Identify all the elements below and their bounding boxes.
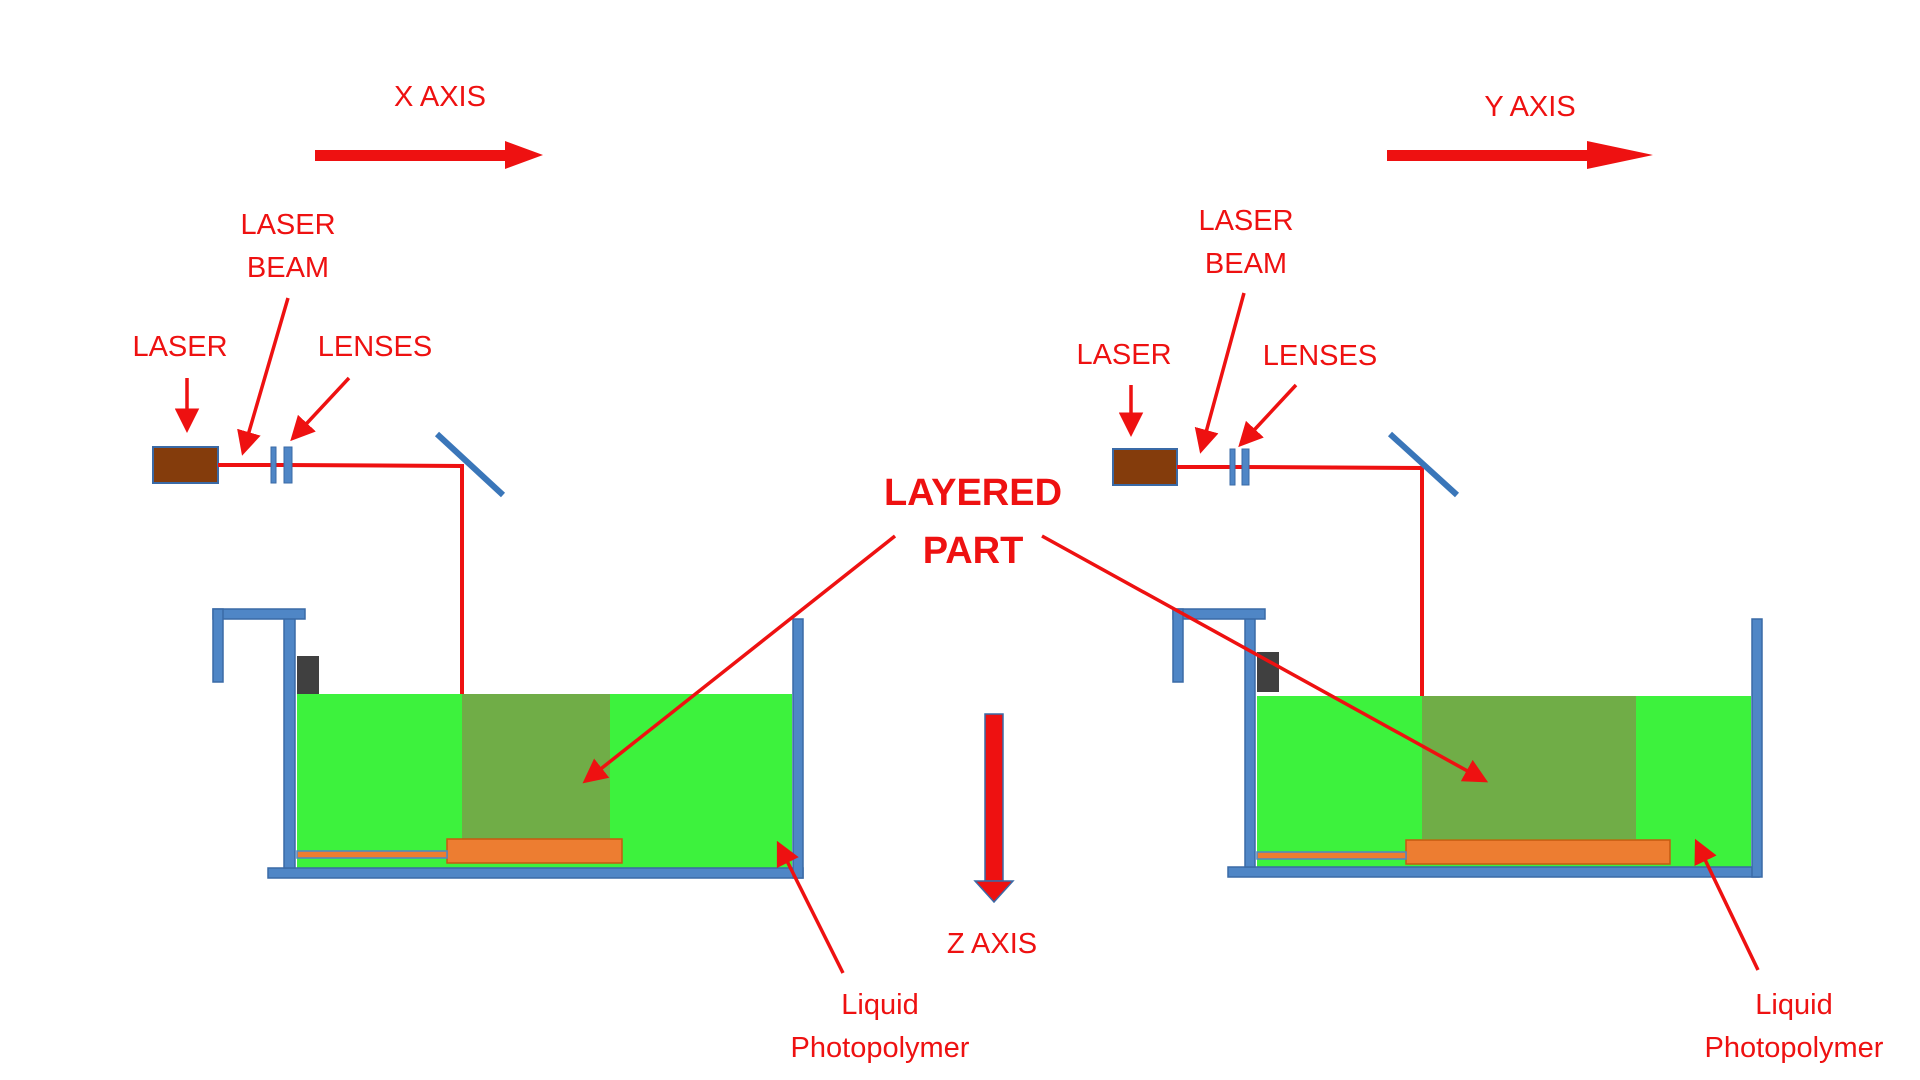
lenses-label: LENSES <box>1263 340 1377 372</box>
vat-frame <box>1172 608 1763 878</box>
lenses-label: LENSES <box>318 331 432 363</box>
build-platform <box>1405 839 1671 865</box>
liquid-label-line2: Photopolymer <box>791 1032 970 1064</box>
x-axis-arrow <box>315 141 543 169</box>
layered-part <box>462 694 610 839</box>
layered-part-pointer-left <box>582 534 897 784</box>
lenses-pointer <box>1238 383 1298 448</box>
liquid-pointer <box>1694 838 1760 971</box>
laser-source <box>1112 448 1178 486</box>
laser-beam-label-line2: BEAM <box>1205 248 1287 280</box>
y-axis-arrow <box>1387 141 1653 169</box>
y-axis-label: Y AXIS <box>1484 91 1575 123</box>
laser-beam-label-line2: BEAM <box>247 252 329 284</box>
liquid-label-line1: Liquid <box>841 989 918 1021</box>
laser-beam-label-line1: LASER <box>240 209 335 241</box>
lenses <box>270 446 293 484</box>
laser-beam-path <box>1239 465 1424 696</box>
build-platform <box>446 838 623 864</box>
laser-label: LASER <box>1076 339 1171 371</box>
z-axis-arrow <box>973 713 1015 904</box>
recoater-blade <box>297 656 319 694</box>
layered-part-pointer-right <box>1041 534 1489 783</box>
x-axis-label: X AXIS <box>394 81 486 113</box>
liquid-label-line2: Photopolymer <box>1705 1032 1884 1064</box>
center-annotations: LAYERED PART Z AXIS <box>582 472 1489 960</box>
liquid-pointer <box>776 840 845 974</box>
platform-arm <box>1256 851 1407 860</box>
laser-beam-pointer <box>1194 292 1246 454</box>
mirror <box>434 431 506 498</box>
laser-beam-pointer <box>237 297 290 456</box>
lenses <box>1229 448 1250 486</box>
left-setup: X AXIS LASER LASER B <box>132 81 969 1064</box>
layered-part-label-line2: PART <box>923 530 1024 572</box>
laser-beam-path <box>282 463 464 694</box>
liquid-label-line1: Liquid <box>1755 989 1832 1021</box>
layered-part-label-line1: LAYERED <box>884 472 1062 514</box>
laser-label: LASER <box>132 331 227 363</box>
mirror <box>1387 431 1460 498</box>
laser-beam-label-line1: LASER <box>1198 205 1293 237</box>
platform-arm <box>296 850 448 859</box>
lenses-pointer <box>290 376 351 442</box>
laser-source <box>152 446 219 484</box>
vat-frame <box>212 608 804 879</box>
z-axis-label: Z AXIS <box>947 928 1037 960</box>
right-setup: Y AXIS LASER LASER BEAM LENSES <box>1076 91 1883 1064</box>
layered-part <box>1422 696 1636 839</box>
